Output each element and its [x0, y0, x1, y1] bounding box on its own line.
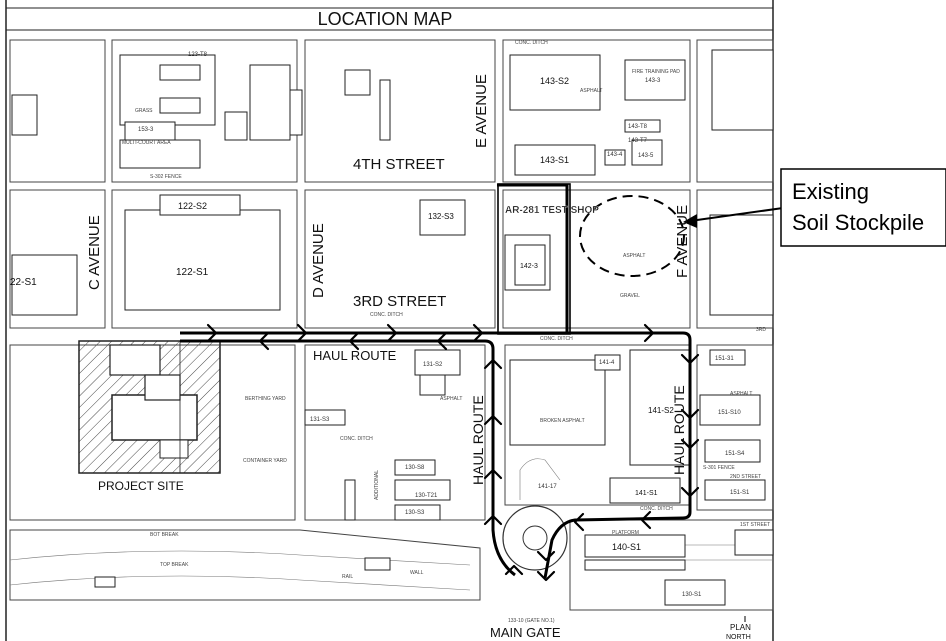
street-d-avenue: D AVENUE [310, 223, 327, 298]
note-conc-ditch-5: CONC. DITCH [515, 40, 548, 46]
bldg-22-s1: 22-S1 [10, 277, 37, 288]
street-f-avenue: F AVENUE [674, 205, 691, 278]
bldg-130-s8: 130-S8 [405, 465, 425, 471]
note-berthing-yard: BERTHING YARD [245, 396, 286, 402]
bldg-143-t7: 143-T7 [628, 138, 648, 144]
bldg-151-s4: 151-S4 [725, 451, 745, 457]
bldg-151-s10: 151-S10 [718, 410, 741, 416]
note-asphalt-2: ASPHALT [623, 253, 645, 259]
city-blocks [9, 39, 774, 611]
callout-box [780, 168, 946, 247]
note-conc-ditch-1: CONC. DITCH [370, 312, 403, 318]
soil-stockpile [579, 195, 685, 277]
note-bot-break: BOT BREAK [150, 532, 179, 538]
bldg-130-s3: 130-S3 [405, 510, 425, 516]
project-site [78, 340, 221, 474]
bldg-143-5: 143-5 [638, 153, 654, 159]
note-asphalt-4: ASPHALT [730, 391, 752, 397]
bldg-151-31: 151-31 [715, 356, 734, 362]
main-gate-label: MAIN GATE [490, 625, 561, 640]
bldg-140-s1: 140-S1 [612, 542, 641, 552]
bldg-143-4: 143-4 [607, 152, 623, 158]
site-notes: MULTI-COURT AREA FIRE TRAINING PAD ASPHA… [122, 40, 752, 580]
north-label: NORTH [726, 634, 751, 641]
haul-route-label-left: HAUL ROUTE [470, 395, 486, 485]
bldg-143-s2: 143-S2 [540, 76, 569, 86]
street-2nd: 2ND STREET [730, 474, 761, 480]
bldg-131-s3: 131-S3 [310, 417, 330, 423]
note-fence: S-302 FENCE [150, 174, 182, 180]
note-fire-training: FIRE TRAINING PAD [632, 69, 680, 75]
bldg-122-s2: 122-S2 [178, 201, 207, 211]
street-3rd: 3RD STREET [353, 293, 446, 310]
note-conc-ditch-4: CONC. DITCH [640, 506, 673, 512]
project-site-label: PROJECT SITE [98, 479, 184, 493]
stockpile-callout: Existing Soil Stockpile [792, 176, 946, 238]
bldg-141-s1: 141-S1 [635, 490, 658, 497]
buildings [11, 49, 774, 606]
bldg-141-17: 141-17 [538, 484, 557, 490]
bldg-130-t21: 130-T21 [415, 493, 438, 499]
building-labels: 143-S2 143-S1 143-4 143-5 143-T8 143-T7 … [10, 52, 750, 624]
bldg-143-s1: 143-S1 [540, 155, 569, 165]
street-3rd-short: 3RD [756, 327, 766, 333]
bldg-143-3: 143-3 [645, 78, 661, 84]
bldg-130-s1: 130-S1 [682, 592, 702, 598]
note-multi-court: MULTI-COURT AREA [122, 140, 171, 146]
callout-arrow [683, 207, 784, 228]
bldg-gate: 133-10 (GATE NO.1) [508, 618, 555, 624]
note-asphalt-1: ASPHALT [580, 88, 602, 94]
street-c-avenue: C AVENUE [86, 215, 103, 290]
note-additional: ADDITIONAL [374, 470, 380, 500]
note-conc-ditch-3: CONC. DITCH [340, 436, 373, 442]
note-broken-asphalt: BROKEN ASPHALT [540, 418, 585, 424]
map-title: LOCATION MAP [318, 9, 453, 29]
bldg-123-t8: 123-T8 [188, 52, 208, 58]
note-grass: GRASS [135, 108, 153, 114]
callout-line-2: Soil Stockpile [792, 210, 925, 235]
street-4th: 4TH STREET [353, 156, 445, 173]
bldg-141-4: 141-4 [599, 360, 615, 366]
haul-route-label-right: HAUL ROUTE [671, 385, 687, 475]
street-e-avenue: E AVENUE [473, 74, 490, 148]
bldg-122-s1: 122-S1 [176, 267, 209, 278]
bldg-143-t8: 143-T8 [628, 124, 648, 130]
note-top-break: TOP BREAK [160, 562, 189, 568]
haul-route [180, 183, 700, 582]
bldg-153-3: 153-3 [138, 127, 154, 133]
bldg-151-s1: 151-S1 [730, 490, 750, 496]
plan-label: PLAN [730, 623, 751, 632]
note-wall: WALL [410, 570, 424, 576]
note-gravel: GRAVEL [620, 293, 640, 299]
note-conc-ditch-2: CONC. DITCH [540, 336, 573, 342]
note-s301-fence: S-301 FENCE [703, 465, 735, 471]
bldg-141-s2: 141-S2 [648, 406, 674, 415]
bldg-132-s3: 132-S3 [428, 212, 454, 221]
note-platform: PLATFORM [612, 530, 639, 536]
callout-line-1: Existing [792, 179, 870, 204]
test-shop-label: AR-281 TEST SHOP [505, 205, 599, 216]
bldg-142-3: 142-3 [520, 263, 538, 270]
note-rail: RAIL [342, 574, 353, 580]
bldg-131-s2: 131-S2 [423, 362, 443, 368]
note-asphalt-3: ASPHALT [440, 396, 462, 402]
street-1st: 1ST STREET [740, 522, 770, 528]
haul-route-label-top: HAUL ROUTE [313, 348, 397, 363]
note-container-yard: CONTAINER YARD [243, 458, 287, 464]
